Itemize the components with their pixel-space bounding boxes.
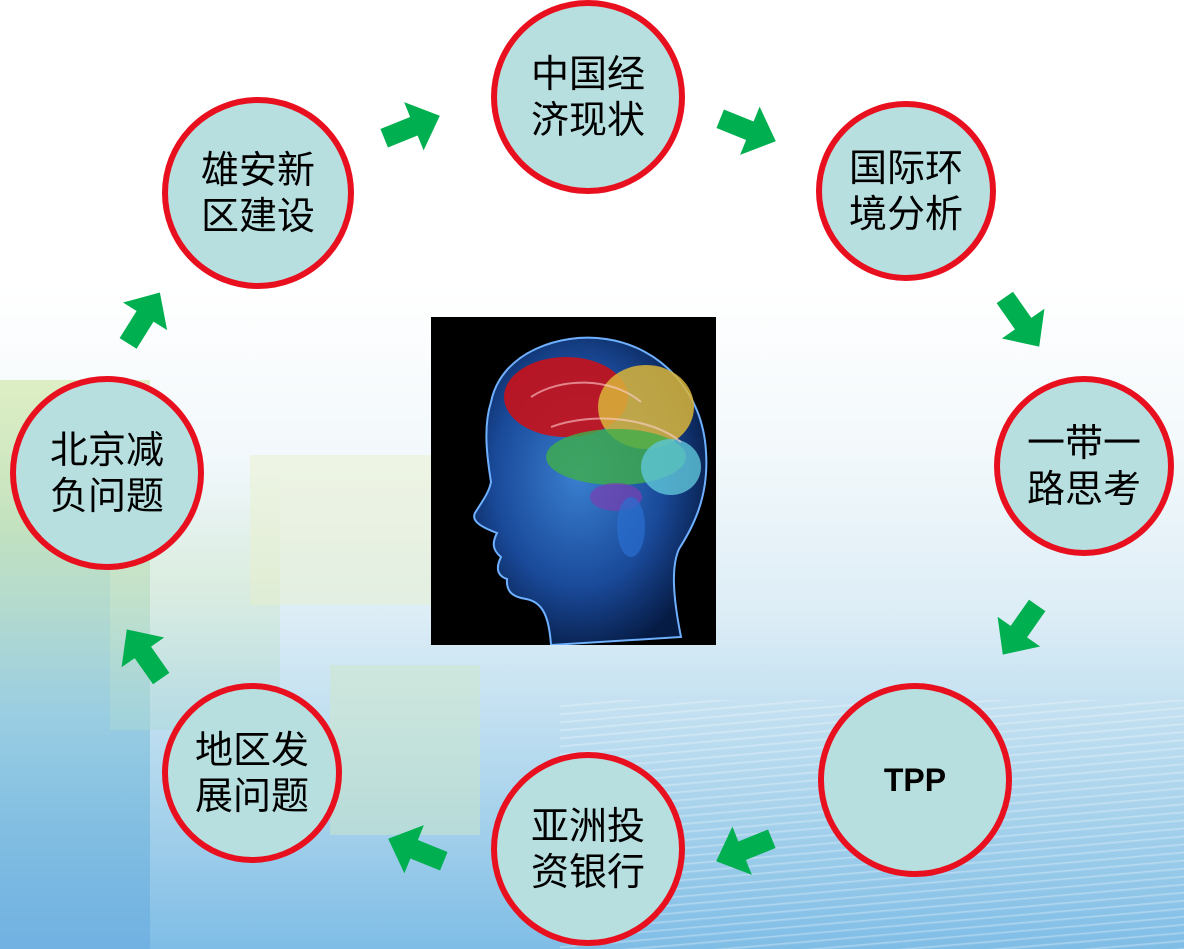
node-beijing-relief: 北京减负问题 xyxy=(10,376,204,570)
background-decoration xyxy=(250,455,450,605)
node-belt-road: 一带一路思考 xyxy=(994,376,1174,556)
node-aiib: 亚洲投资银行 xyxy=(491,752,685,946)
node-xiongan: 雄安新区建设 xyxy=(162,97,354,289)
arrow-left-icon xyxy=(388,825,448,874)
arrow-left-icon xyxy=(716,826,776,875)
node-china-economy: 中国经济现状 xyxy=(491,0,685,194)
arrow-down-icon xyxy=(996,291,1045,347)
arrow-right-icon xyxy=(716,106,776,155)
node-label: TPP xyxy=(883,762,947,798)
node-tpp: TPP xyxy=(818,683,1012,877)
node-regional-dev: 地区发展问题 xyxy=(162,683,342,863)
brain-head-image xyxy=(431,317,716,647)
node-label: 亚洲投资银行 xyxy=(530,804,645,894)
arrow-up-icon xyxy=(121,629,170,685)
node-label: 地区发展问题 xyxy=(194,728,309,818)
brain-head-icon xyxy=(431,317,716,647)
node-label: 一带一路思考 xyxy=(1026,421,1141,511)
background-decoration xyxy=(330,665,480,835)
arrow-up-icon xyxy=(119,292,168,349)
node-label: 北京减负问题 xyxy=(49,428,164,518)
arrow-down-icon xyxy=(997,599,1046,655)
node-intl-environment: 国际环境分析 xyxy=(816,101,996,281)
node-label: 国际环境分析 xyxy=(848,146,963,236)
node-label: 雄安新区建设 xyxy=(200,148,315,238)
arrow-right-icon xyxy=(380,102,440,151)
node-label: 中国经济现状 xyxy=(530,52,645,142)
